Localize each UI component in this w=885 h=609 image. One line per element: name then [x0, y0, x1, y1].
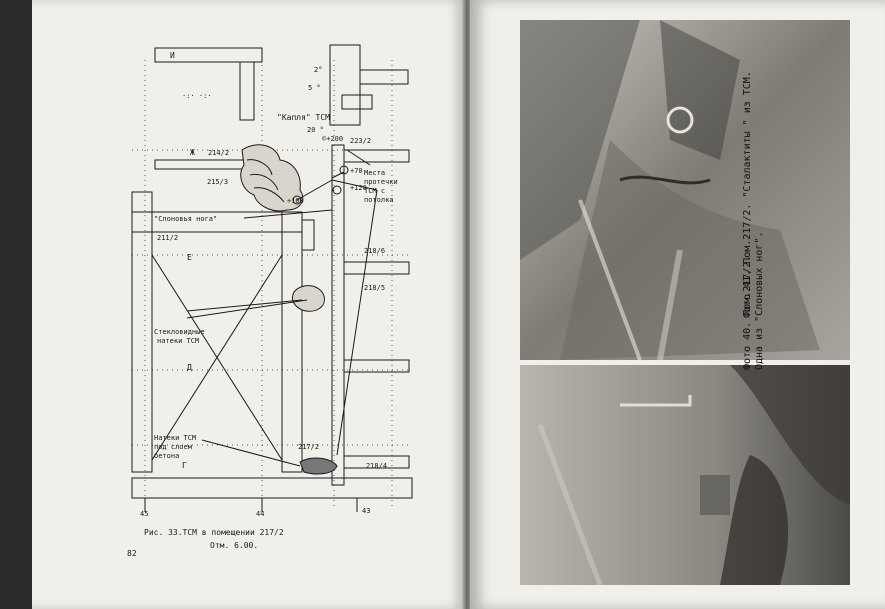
beam-right-top: [359, 69, 409, 85]
grid-label-zh: Ж: [190, 148, 195, 157]
label-c200: ©+200: [322, 135, 343, 143]
room-218-6: 218/6: [364, 247, 385, 255]
leak-spot-3: [292, 195, 302, 205]
grid-label-i: И: [170, 51, 175, 60]
photo-stalactites: [520, 20, 850, 360]
label-leaks-4: потолка: [364, 196, 394, 204]
room-214-2: 214/2: [208, 149, 229, 157]
caption-photo-40-line1: Фото 40. Пом.217/2.: [742, 255, 753, 370]
left-page: И ·:· ·:· 2° 5 ° "Капля" ТСМ 20 ° ©+200 …: [32, 0, 464, 609]
label-flows-3: бетона: [154, 452, 179, 460]
room-218-5: 218/5: [364, 284, 385, 292]
label-elephant-foot: "Слоновья нога": [154, 215, 217, 223]
label-kaplya: "Капля" ТСМ: [277, 113, 330, 122]
label-leaks-2: протечки: [364, 178, 398, 186]
leak-spot-1: [339, 165, 349, 175]
elephant-foot-blob: [240, 144, 304, 212]
beam-218-4: [343, 455, 410, 469]
figure-caption: Рис. 33.ТСМ в помещении 217/2: [144, 528, 284, 537]
label-kaplya-temp: 20 °: [307, 126, 324, 134]
svg-text:·:· ·:·: ·:· ·:·: [182, 92, 212, 100]
wall-right-inner: [281, 211, 303, 473]
grid-label-44: 44: [256, 510, 264, 518]
grid-label-g: Г: [182, 461, 187, 470]
flows-blob: [299, 457, 338, 475]
room-215-3: 215/3: [207, 178, 228, 186]
room-218-4: 218/4: [366, 462, 387, 470]
elevation-label: Отм. 6.00.: [210, 541, 258, 550]
book-spine: [462, 0, 472, 609]
wall-top-i: [154, 47, 263, 63]
photo-elephant-foot: [520, 365, 850, 585]
grid-label-d: Д: [187, 363, 192, 372]
label-c70: +70: [350, 167, 363, 175]
label-c100: +100: [287, 197, 304, 205]
beam-right-mid: [341, 94, 373, 110]
label-flows-2: под слоем: [154, 443, 193, 451]
grid-label-43: 43: [362, 507, 370, 515]
diagonal-2: [151, 254, 283, 461]
label-glassy-1: Стекловидные: [154, 328, 205, 336]
label-glassy-2: натеки ТСМ: [157, 337, 199, 345]
grid-label-e: Е: [187, 253, 192, 262]
leak-spot-2: [332, 185, 342, 195]
floor-plan-drawing: И ·:· ·:· 2° 5 ° "Капля" ТСМ 20 ° ©+200 …: [127, 44, 413, 558]
room-217-2: 217/2: [298, 443, 319, 451]
wall-left-main: [131, 191, 153, 473]
room-211-2: 211/2: [157, 234, 178, 242]
angle-5: 5 °: [308, 84, 321, 92]
right-page: Фото 41. Пом.217/2. "Сталактиты " из ТСМ…: [470, 0, 885, 609]
column-top: [239, 61, 255, 121]
label-leaks-1: Места: [364, 169, 385, 177]
page-number: 82: [127, 549, 137, 558]
room-223-2: 223/2: [350, 137, 371, 145]
pillar-small: [301, 219, 315, 251]
wall-right-top: [329, 44, 361, 126]
caption-photo-40-line2: Одна из "Слоновых ног".: [754, 231, 765, 370]
label-c120: +120: [350, 184, 367, 192]
grid-label-45: 45: [140, 510, 148, 518]
beam-223: [343, 149, 410, 163]
label-leaks-3: ТСМ с: [364, 187, 385, 195]
beam-218-5: [343, 359, 410, 373]
label-flows-1: Натеки ТСМ: [154, 434, 196, 442]
wall-bottom-main: [131, 477, 413, 499]
beam-218-6: [343, 261, 410, 275]
wall-right-main: [331, 144, 345, 486]
angle-2: 2°: [314, 66, 322, 74]
glassy-spot: [291, 285, 325, 312]
